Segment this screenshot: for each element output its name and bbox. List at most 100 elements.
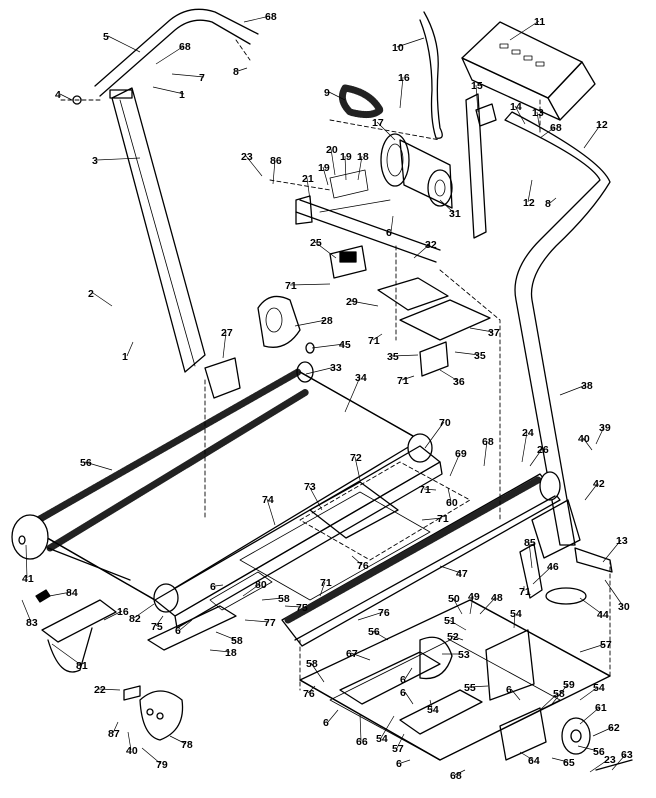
callout-label: 23: [241, 151, 253, 163]
callout-label: 68: [550, 122, 562, 134]
callout-leader: [243, 15, 271, 23]
side-bracket: [519, 499, 613, 605]
callout-leader: [592, 726, 614, 737]
callout-leader: [311, 343, 345, 349]
callout-label: 69: [455, 448, 467, 460]
callout-label: 6: [506, 684, 512, 696]
callout-label: 17: [372, 117, 384, 129]
callout-leader: [59, 93, 73, 101]
callout-leader: [396, 733, 405, 749]
callout-label: 54: [593, 682, 605, 694]
callout-label: 3: [92, 155, 98, 167]
callout-leader: [439, 199, 455, 214]
callout-leader: [454, 769, 466, 776]
upright-bracket: [204, 357, 241, 399]
callout-leader: [171, 73, 205, 78]
callout-leader: [584, 482, 599, 501]
callout-label: 65: [563, 757, 575, 769]
callout-label: 73: [304, 481, 316, 493]
callout-label: 60: [446, 497, 458, 509]
callout-leader: [21, 599, 32, 623]
callout-leader: [510, 688, 521, 701]
callout-leader: [327, 709, 339, 723]
callout-label: 1: [122, 351, 128, 363]
callout-label: 50: [448, 593, 460, 605]
callout-label: 15: [471, 80, 483, 92]
callout-leader: [372, 630, 389, 641]
callout-label: 14: [510, 101, 522, 113]
callout-leader: [357, 155, 363, 181]
callout-leader: [519, 751, 534, 761]
callout-label: 78: [181, 739, 193, 751]
callout-label: 26: [537, 444, 549, 456]
callout-label: 27: [221, 327, 233, 339]
callout-leader: [112, 721, 119, 734]
callout-leader: [448, 619, 467, 631]
callout-label: 48: [491, 592, 503, 604]
callout-label: 62: [608, 722, 620, 734]
callout-leader: [452, 597, 463, 615]
callout-label: 10: [392, 42, 404, 54]
callout-leader: [559, 384, 587, 396]
callout-label: 81: [76, 660, 88, 672]
callout-leader: [582, 437, 593, 451]
callout-label: 63: [621, 749, 633, 761]
callout-leader: [214, 584, 224, 587]
callout-label: 71: [320, 577, 332, 589]
callout-label: 56: [593, 746, 605, 758]
callout-leader: [521, 431, 528, 463]
callout-label: 77: [264, 617, 276, 629]
callout-label: 8: [545, 198, 551, 210]
callout-leader: [391, 354, 419, 357]
callout-leader: [449, 452, 461, 477]
callout-leader: [380, 715, 395, 739]
callout-label: 71: [368, 335, 380, 347]
callout-label: 37: [488, 327, 500, 339]
callout-label: 41: [22, 573, 34, 585]
callout-label: 2: [88, 288, 94, 300]
callout-leader: [404, 691, 414, 705]
callout-leader: [611, 753, 627, 771]
callout-leader: [579, 643, 606, 653]
callout-label: 84: [66, 587, 78, 599]
motor-assembly: [295, 133, 453, 263]
callout-label: 75: [151, 621, 163, 633]
callout-label: 18: [357, 151, 369, 163]
callout-label: 45: [339, 339, 351, 351]
walking-deck: [11, 361, 443, 629]
callout-leader: [344, 376, 361, 413]
callout-label: 29: [346, 296, 358, 308]
callout-leader: [539, 126, 556, 139]
callout-label: 33: [330, 362, 342, 374]
callout-label: 87: [108, 728, 120, 740]
callout-label: 16: [117, 606, 129, 618]
callout-label: 35: [474, 350, 486, 362]
callout-leader: [549, 197, 557, 204]
callout-leader: [305, 366, 336, 375]
callout-label: 6: [400, 674, 406, 686]
callout-leader: [25, 544, 28, 579]
callout-label: 35: [387, 351, 399, 363]
callout-label: 86: [270, 155, 282, 167]
callout-leader: [509, 20, 540, 41]
motor-hood: [257, 295, 315, 354]
callout-label: 7: [199, 72, 205, 84]
callout-label: 12: [523, 197, 535, 209]
callout-leader: [579, 597, 603, 615]
callout-leader: [475, 84, 479, 113]
callout-leader: [551, 683, 569, 705]
callout-label: 6: [175, 625, 181, 637]
callout-label: 52: [447, 631, 459, 643]
callout-leader: [577, 745, 599, 752]
callout-leader: [307, 685, 316, 694]
callout-leader: [376, 121, 396, 141]
callout-leader: [399, 76, 404, 109]
callout-leader: [400, 759, 411, 764]
callout-label: 24: [522, 427, 534, 439]
callout-leader: [423, 488, 437, 491]
console-assembly: [461, 21, 596, 121]
callout-leader: [527, 179, 533, 203]
callout-leader: [306, 177, 311, 201]
callout-leader: [604, 579, 624, 607]
